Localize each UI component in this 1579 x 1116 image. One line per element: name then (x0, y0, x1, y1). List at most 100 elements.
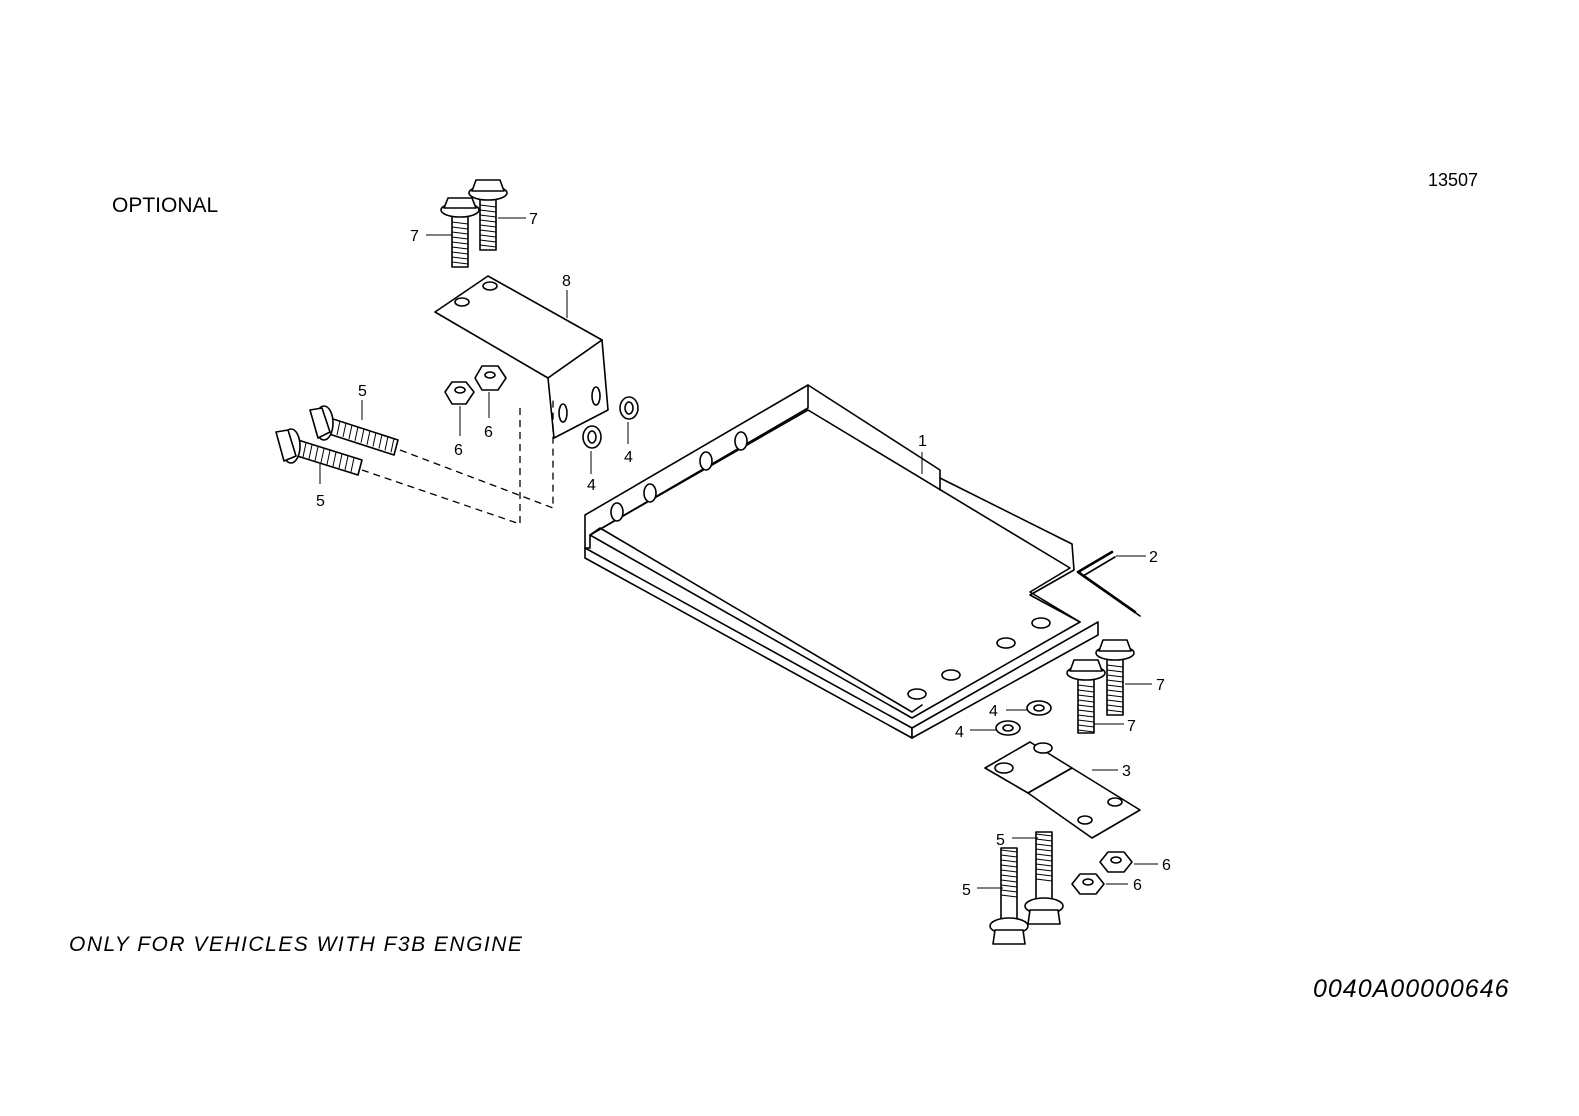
thread-line (451, 251, 469, 255)
callout-4-lower-left: 4 (955, 724, 964, 741)
callout-5-left-lower: 5 (316, 493, 325, 510)
thread-line (1106, 689, 1124, 693)
bracket-part-8 (434, 275, 609, 439)
callout-5-bottom-left: 5 (962, 882, 971, 899)
callout-6-lower-back: 6 (1162, 857, 1171, 874)
thread-line (1035, 843, 1053, 847)
thread-line (451, 221, 469, 225)
thread-line (451, 256, 469, 260)
callout-5-bottom-right: 5 (996, 832, 1005, 849)
thread-line (1106, 704, 1124, 708)
thread-line (1035, 878, 1053, 882)
callout-1: 1 (918, 433, 927, 450)
assembly-line-lower (361, 404, 521, 525)
washer-4-upper-right (619, 396, 639, 420)
thread-line (1000, 894, 1018, 898)
thread-line (1000, 874, 1018, 878)
thread-line (1035, 863, 1053, 867)
thread-line (451, 231, 469, 235)
clip-part-2 (1076, 550, 1141, 617)
thread-line (390, 438, 395, 453)
callout-7-top-left: 7 (410, 228, 419, 245)
thread-line (1077, 694, 1095, 698)
thread-line (308, 444, 313, 459)
thread-line (479, 244, 497, 248)
thread-line (479, 204, 497, 208)
thread-line (1000, 889, 1018, 893)
callout-2: 2 (1149, 549, 1158, 566)
assembly-line-upper (399, 400, 554, 509)
reference-number: 13507 (1428, 170, 1479, 190)
thread-line (479, 224, 497, 228)
washer-4-upper-left (582, 425, 602, 449)
callout-7-right-front: 7 (1127, 718, 1136, 735)
bolt-7-right-front (1066, 659, 1106, 734)
bracket-part-3 (984, 741, 1141, 839)
thread-line (1077, 699, 1095, 703)
thread-line (1077, 724, 1095, 728)
thread-line (1035, 858, 1053, 862)
bolt-7-right-back (1095, 639, 1135, 716)
thread-line (1106, 694, 1124, 698)
callout-5-left-upper: 5 (358, 383, 367, 400)
thread-line (451, 261, 469, 265)
bolt-7-top-left (440, 197, 480, 268)
callout-6-upper-right: 6 (484, 424, 493, 441)
thread-line (350, 457, 355, 472)
thread-line (1077, 714, 1095, 718)
thread-line (1106, 699, 1124, 703)
thread-line (479, 209, 497, 213)
thread-line (320, 448, 325, 463)
thread-line (348, 424, 353, 439)
thread-line (1000, 884, 1018, 888)
thread-line (314, 446, 319, 461)
thread-line (1077, 704, 1095, 708)
thread-line (384, 436, 389, 451)
washer-4-lower-right (1026, 700, 1052, 716)
thread-line (1106, 709, 1124, 713)
thread-line (1000, 859, 1018, 863)
bolt-7-top-right (468, 179, 508, 251)
thread-line (1077, 689, 1095, 693)
thread-line (479, 234, 497, 238)
callout-7-right-back: 7 (1156, 677, 1165, 694)
thread-line (1106, 674, 1124, 678)
thread-line (451, 246, 469, 250)
thread-line (1035, 838, 1053, 842)
thread-line (326, 450, 331, 465)
callout-4-upper-left: 4 (587, 477, 596, 494)
thread-line (1035, 868, 1053, 872)
thread-line (479, 214, 497, 218)
thread-line (1000, 849, 1018, 853)
drawing-code: 0040A00000646 (1313, 975, 1510, 1003)
optional-label: OPTIONAL (112, 194, 219, 217)
washer-4-lower-left (995, 720, 1021, 736)
nut-6-upper-right (474, 365, 507, 391)
bolt-5-left-lower (275, 428, 363, 476)
callout-6-upper-left: 6 (454, 442, 463, 459)
nut-6-lower-back (1099, 851, 1133, 873)
nut-6-lower-front (1071, 873, 1105, 895)
thread-line (344, 455, 349, 471)
thread-line (1000, 864, 1018, 868)
thread-line (1035, 848, 1053, 852)
thread-line (1035, 853, 1053, 857)
callout-4-upper-right: 4 (624, 449, 633, 466)
leader-lines (319, 217, 1158, 889)
thread-line (1106, 684, 1124, 688)
callout-6-lower-front: 6 (1133, 877, 1142, 894)
thread-line (1106, 664, 1124, 668)
thread-line (1035, 873, 1053, 877)
thread-line (1106, 669, 1124, 673)
main-plate-part-1 (584, 384, 1099, 739)
thread-line (451, 226, 469, 230)
thread-line (451, 241, 469, 245)
thread-line (1077, 709, 1095, 713)
bolt-5-bottom-left (989, 847, 1029, 945)
callout-3: 3 (1122, 763, 1131, 780)
callout-7-top-right: 7 (529, 211, 538, 228)
thread-line (1000, 854, 1018, 858)
bolt-5-left-upper (309, 405, 399, 456)
